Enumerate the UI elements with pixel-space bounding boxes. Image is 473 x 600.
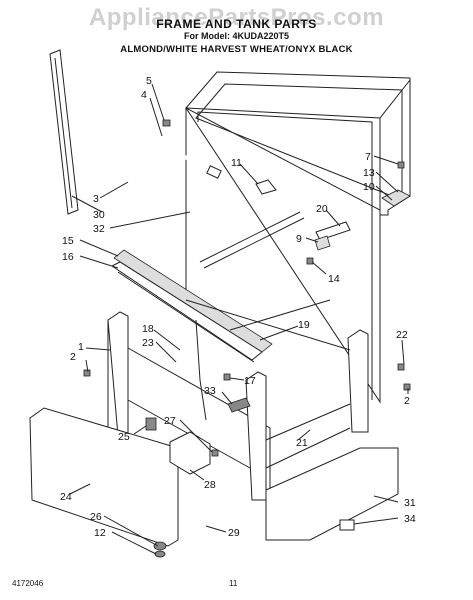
- callout-15: 15: [62, 235, 74, 247]
- callout-22: 22: [396, 329, 408, 341]
- fill-tube: [130, 135, 222, 180]
- plug-part: [339, 519, 355, 531]
- screw: [306, 257, 314, 265]
- toe-panel: [29, 407, 179, 547]
- clip-part: [255, 179, 277, 195]
- callout-9: 9: [296, 233, 302, 245]
- rod-part: [315, 221, 351, 241]
- callout-10: 10: [363, 181, 375, 193]
- callout-3: 3: [93, 193, 99, 205]
- callout-1: 1: [78, 341, 84, 353]
- callout-18: 18: [142, 323, 154, 335]
- callout-19: 19: [298, 319, 310, 331]
- callout-23: 23: [142, 337, 154, 349]
- callout-2b: 2: [404, 395, 410, 407]
- screw: [154, 550, 166, 558]
- bracket-part: [314, 235, 331, 251]
- callout-11: 11: [231, 157, 242, 169]
- screw: [223, 373, 231, 381]
- watermark: AppliancePartsPros.com: [88, 4, 385, 31]
- screw: [403, 383, 411, 391]
- base-frame: [107, 299, 369, 501]
- callout-5: 5: [146, 75, 152, 87]
- callout-2: 2: [70, 351, 76, 363]
- callout-4: 4: [141, 89, 147, 101]
- callout-20: 20: [316, 203, 328, 215]
- callout-14: 14: [328, 273, 340, 285]
- model-label: For Model: 4KUDA220T5: [183, 31, 290, 41]
- callout-32: 32: [93, 223, 105, 235]
- washer-part: [153, 541, 167, 551]
- page-title: FRAME AND TANK PARTS: [156, 17, 317, 31]
- callout-27: 27: [164, 415, 176, 427]
- page-number: 11: [229, 579, 238, 588]
- rear-panel: [265, 447, 399, 541]
- hinge-part: [381, 189, 411, 207]
- motor-part: [169, 431, 211, 475]
- callout-12: 12: [94, 527, 106, 539]
- callout-16: 16: [62, 251, 74, 263]
- leveling-leg: [145, 417, 157, 431]
- callout-28: 28: [204, 479, 216, 491]
- side-trim-strip: [49, 49, 79, 215]
- callout-7: 7: [365, 151, 371, 163]
- callout-31: 31: [404, 497, 416, 509]
- clip-part: [227, 397, 251, 413]
- callout-25: 25: [118, 431, 130, 443]
- callout-33: 33: [204, 385, 216, 397]
- color-options: ALMOND/WHITE HARVEST WHEAT/ONYX BLACK: [120, 44, 353, 55]
- callout-26: 26: [90, 511, 102, 523]
- tank-assembly: [185, 71, 411, 404]
- screw: [397, 161, 405, 169]
- front-rail-assembly: [111, 249, 273, 363]
- leader-lines: [69, 83, 409, 555]
- screw: [397, 363, 405, 371]
- callout-21: 21: [296, 437, 308, 449]
- screw: [211, 449, 219, 457]
- callout-17: 17: [244, 375, 256, 387]
- callout-24: 24: [60, 491, 72, 503]
- callout-13: 13: [363, 167, 375, 179]
- screw: [83, 369, 91, 377]
- callout-34: 34: [404, 513, 416, 525]
- callout-29: 29: [228, 527, 240, 539]
- document-number: 4172046: [12, 579, 44, 588]
- callout-30: 30: [93, 209, 105, 221]
- screw: [162, 119, 171, 127]
